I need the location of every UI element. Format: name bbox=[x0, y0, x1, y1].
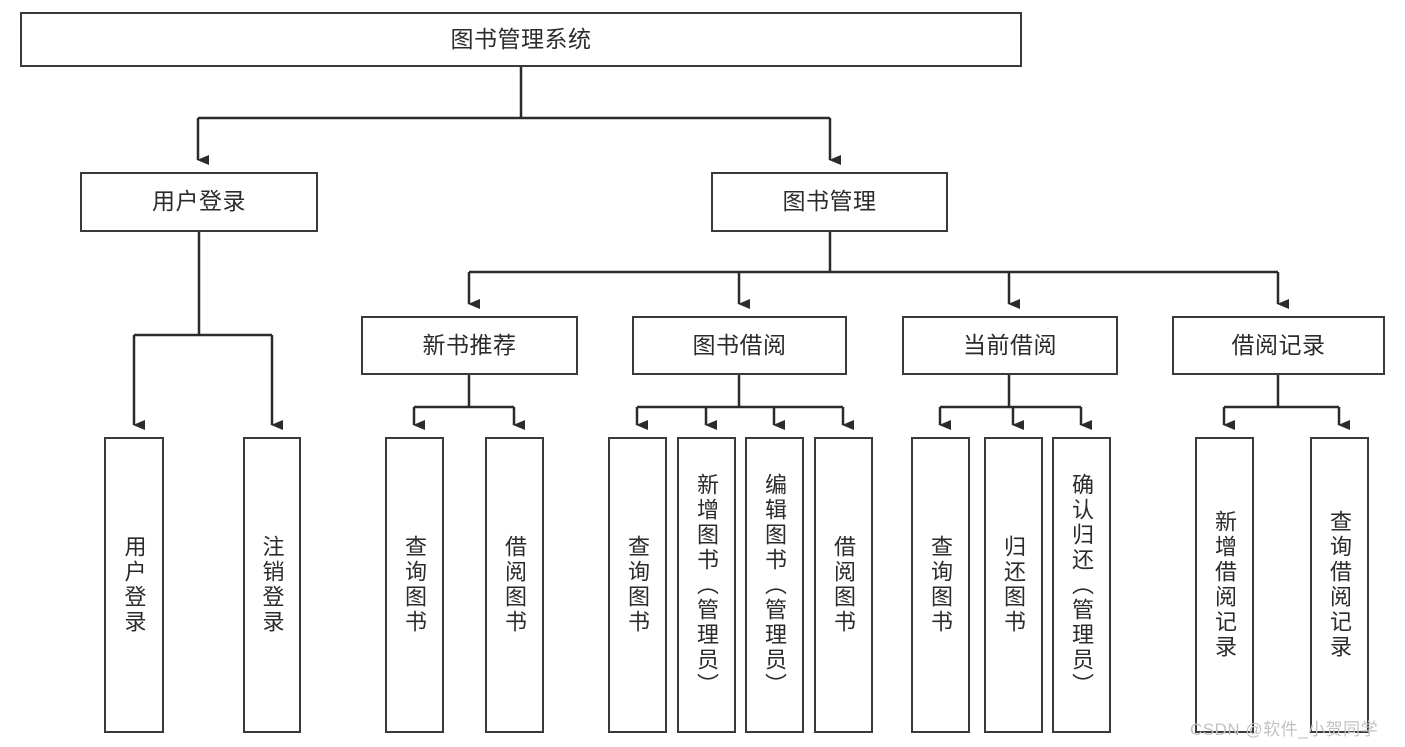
node-book-borrow[interactable]: 图书借阅 bbox=[632, 316, 847, 375]
node-leaf-confirm-return[interactable]: 确认归还（管理员） bbox=[1052, 437, 1111, 733]
leaf-query-record-label: 查询借阅记录 bbox=[1327, 510, 1353, 660]
user-login-label: 用户登录 bbox=[152, 188, 246, 215]
node-leaf-query-book-1[interactable]: 查询图书 bbox=[385, 437, 444, 733]
node-leaf-borrow-book-2[interactable]: 借阅图书 bbox=[814, 437, 873, 733]
leaf-add-book-label: 新增图书（管理员） bbox=[694, 472, 720, 698]
node-leaf-add-book[interactable]: 新增图书（管理员） bbox=[677, 437, 736, 733]
node-book-manage[interactable]: 图书管理 bbox=[711, 172, 948, 232]
node-leaf-query-book-2[interactable]: 查询图书 bbox=[608, 437, 667, 733]
connector-group bbox=[132, 67, 1350, 430]
node-leaf-query-record[interactable]: 查询借阅记录 bbox=[1310, 437, 1369, 733]
leaf-query-book-2-label: 查询图书 bbox=[625, 535, 651, 635]
node-leaf-logout[interactable]: 注销登录 bbox=[243, 437, 301, 733]
leaf-user-login-label: 用户登录 bbox=[121, 535, 147, 635]
root-label: 图书管理系统 bbox=[450, 25, 592, 52]
leaf-logout-label: 注销登录 bbox=[259, 535, 285, 635]
current-borrow-label: 当前借阅 bbox=[963, 331, 1057, 358]
leaf-confirm-return-label: 确认归还（管理员） bbox=[1069, 472, 1095, 698]
node-leaf-add-record[interactable]: 新增借阅记录 bbox=[1195, 437, 1254, 733]
leaf-query-book-1-label: 查询图书 bbox=[402, 535, 428, 635]
node-leaf-query-book-3[interactable]: 查询图书 bbox=[911, 437, 970, 733]
node-leaf-borrow-book-1[interactable]: 借阅图书 bbox=[485, 437, 544, 733]
node-current-borrow[interactable]: 当前借阅 bbox=[902, 316, 1118, 375]
leaf-borrow-book-1-label: 借阅图书 bbox=[502, 535, 528, 635]
node-leaf-user-login[interactable]: 用户登录 bbox=[104, 437, 164, 733]
leaf-borrow-book-2-label: 借阅图书 bbox=[831, 535, 857, 635]
book-manage-label: 图书管理 bbox=[782, 188, 877, 215]
node-new-book-recommend[interactable]: 新书推荐 bbox=[361, 316, 578, 375]
leaf-add-record-label: 新增借阅记录 bbox=[1212, 510, 1238, 660]
leaf-edit-book-label: 编辑图书（管理员） bbox=[762, 472, 788, 698]
new-book-recommend-label: 新书推荐 bbox=[422, 331, 517, 358]
node-borrow-record[interactable]: 借阅记录 bbox=[1172, 316, 1385, 375]
node-user-login[interactable]: 用户登录 bbox=[80, 172, 318, 232]
leaf-query-book-3-label: 查询图书 bbox=[928, 535, 954, 635]
watermark-label: CSDN @软件_小贺同学 bbox=[1190, 720, 1379, 739]
node-leaf-edit-book[interactable]: 编辑图书（管理员） bbox=[745, 437, 804, 733]
node-root[interactable]: 图书管理系统 bbox=[20, 12, 1022, 67]
book-borrow-label: 图书借阅 bbox=[692, 331, 787, 358]
borrow-record-label: 借阅记录 bbox=[1231, 331, 1326, 358]
node-leaf-return-book[interactable]: 归还图书 bbox=[984, 437, 1043, 733]
leaf-return-book-label: 归还图书 bbox=[1001, 535, 1027, 635]
